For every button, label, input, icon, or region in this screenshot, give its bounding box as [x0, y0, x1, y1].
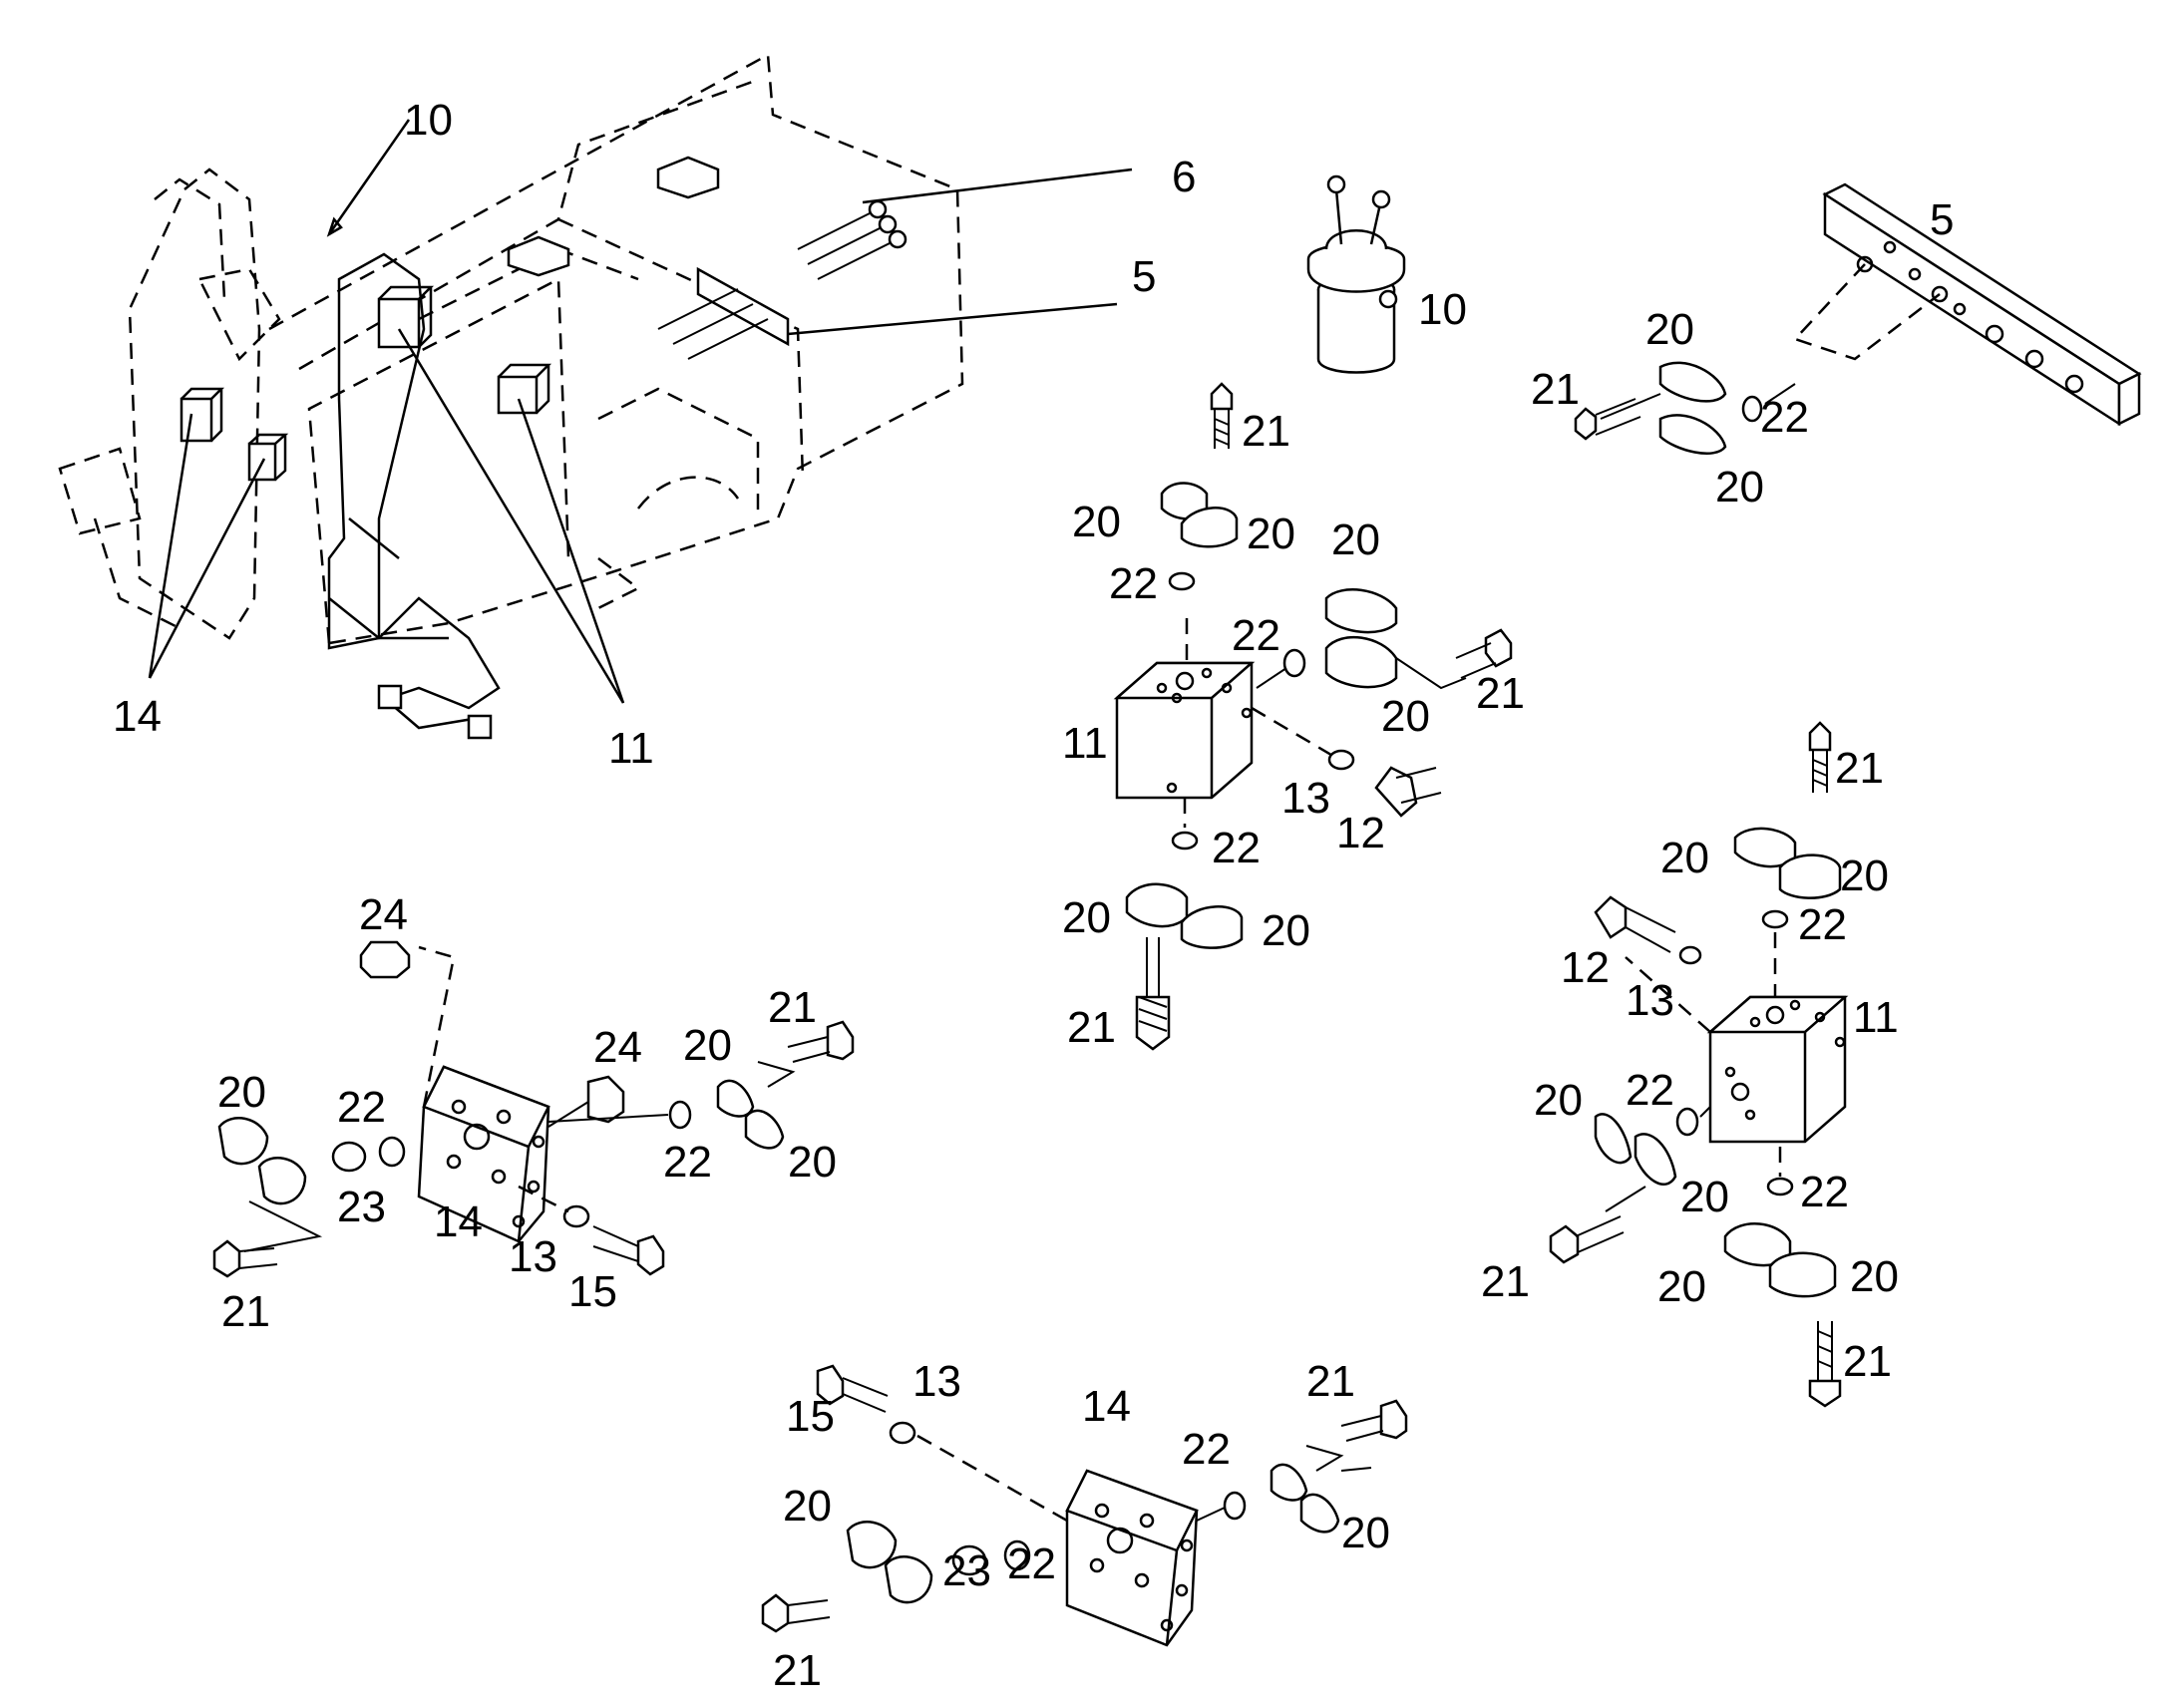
callout-20-right-top-left: 20 [1660, 834, 1709, 882]
callout-22-left: 22 [337, 1083, 386, 1132]
callout-21-right-bottom: 21 [1843, 1337, 1892, 1386]
callout-20-right-bottom-right: 20 [1850, 1252, 1899, 1301]
callout-10-frame: 10 [404, 96, 453, 145]
callout-21-right-left: 21 [1481, 1257, 1530, 1306]
plate-5 [1574, 182, 2142, 455]
callout-15-bottom: 15 [786, 1392, 835, 1441]
callout-21-bottom-right: 21 [1306, 1357, 1355, 1406]
callout-20-left-right-top: 20 [683, 1021, 732, 1070]
valve-block-14-left [212, 940, 855, 1278]
callout-22-center-right: 22 [1232, 611, 1280, 660]
callout-20-right-top-right: 20 [1840, 852, 1889, 900]
callout-21-center-bottom: 21 [1067, 1003, 1116, 1052]
sensor-10 [1306, 174, 1406, 374]
callout-22-plate: 22 [1760, 393, 1809, 442]
valve-block-11-on-frame [377, 297, 421, 349]
callout-11-center: 11 [1062, 719, 1108, 768]
callout-20-center-right-bottom: 20 [1381, 692, 1430, 741]
callout-20-center-bottom-right: 20 [1262, 906, 1310, 955]
callout-11-frame: 11 [608, 724, 654, 773]
callout-14-bottom: 14 [1082, 1382, 1131, 1431]
callout-22-right-left: 22 [1626, 1066, 1674, 1115]
callout-24-left-top: 24 [359, 890, 408, 939]
callout-14-frame: 14 [113, 692, 162, 741]
callout-21-center-top: 21 [1242, 407, 1290, 456]
callout-22-center-bottom: 22 [1212, 824, 1261, 872]
callout-20-right-left-bottom: 20 [1680, 1173, 1729, 1221]
callout-6: 6 [1172, 153, 1196, 201]
callout-21-right-top: 21 [1835, 744, 1884, 793]
callout-22-bottom-left: 22 [1007, 1539, 1056, 1588]
callout-14-left: 14 [434, 1197, 483, 1246]
callout-22-right-bottom: 22 [1800, 1168, 1849, 1216]
callout-20-center-right-top: 20 [1331, 515, 1380, 564]
callout-24-left-mid: 24 [593, 1023, 642, 1072]
callout-20-center-bottom-left: 20 [1062, 893, 1111, 942]
callout-22-center-top: 22 [1109, 559, 1158, 608]
callout-20-plate-bottom: 20 [1715, 463, 1764, 512]
callout-20-bottom-left: 20 [783, 1482, 832, 1531]
callout-22-left-right: 22 [663, 1138, 712, 1187]
studs-6-on-frame [657, 199, 908, 360]
callout-20-right-left: 20 [1534, 1076, 1583, 1125]
callout-21-center-right: 21 [1476, 669, 1525, 718]
callout-21-plate: 21 [1531, 365, 1580, 414]
valve-block-14-bottom [761, 1364, 1408, 1647]
valve-block-14-on-frame [180, 397, 213, 443]
callout-13-bottom: 13 [912, 1357, 961, 1406]
callout-13-center: 13 [1281, 774, 1330, 823]
callout-21-left-right: 21 [768, 983, 817, 1032]
callout-15-left: 15 [568, 1267, 617, 1316]
callout-21-left-bottom: 21 [221, 1287, 270, 1336]
callout-5-frame: 5 [1132, 252, 1156, 301]
callout-20-bottom-right: 20 [1341, 1509, 1390, 1557]
callout-10-sensor: 10 [1418, 285, 1467, 334]
valve-block-11-center [1113, 382, 1513, 1051]
callout-12-center: 12 [1336, 809, 1385, 857]
callout-13-left: 13 [509, 1232, 557, 1281]
callout-13-right: 13 [1626, 976, 1674, 1025]
callout-20-left: 20 [217, 1068, 266, 1117]
callout-12-right: 12 [1561, 943, 1610, 992]
callout-20-left-right-bottom: 20 [788, 1138, 837, 1187]
callout-22-right-top: 22 [1798, 900, 1847, 949]
plate-5-on-frame [696, 266, 790, 347]
callout-20-center-top-left: 20 [1072, 498, 1121, 546]
callout-20-center-top-right: 20 [1247, 510, 1295, 558]
callout-11-right: 11 [1853, 993, 1899, 1042]
callout-20-plate-top: 20 [1645, 305, 1694, 354]
valve-block-11-right [1549, 721, 1849, 1408]
callout-23-bottom: 23 [942, 1546, 991, 1595]
callout-5-plate: 5 [1930, 195, 1954, 244]
callout-20-right-bottom-left: 20 [1657, 1262, 1706, 1311]
loader-frame-assembly [58, 52, 1133, 740]
callout-22-bottom-right: 22 [1182, 1425, 1231, 1474]
callout-labels: 10 6 5 14 11 10 5 20 21 22 20 21 20 20 2… [113, 96, 1954, 1695]
callout-21-bottom-left: 21 [773, 1646, 822, 1695]
callout-23-left: 23 [337, 1183, 386, 1231]
